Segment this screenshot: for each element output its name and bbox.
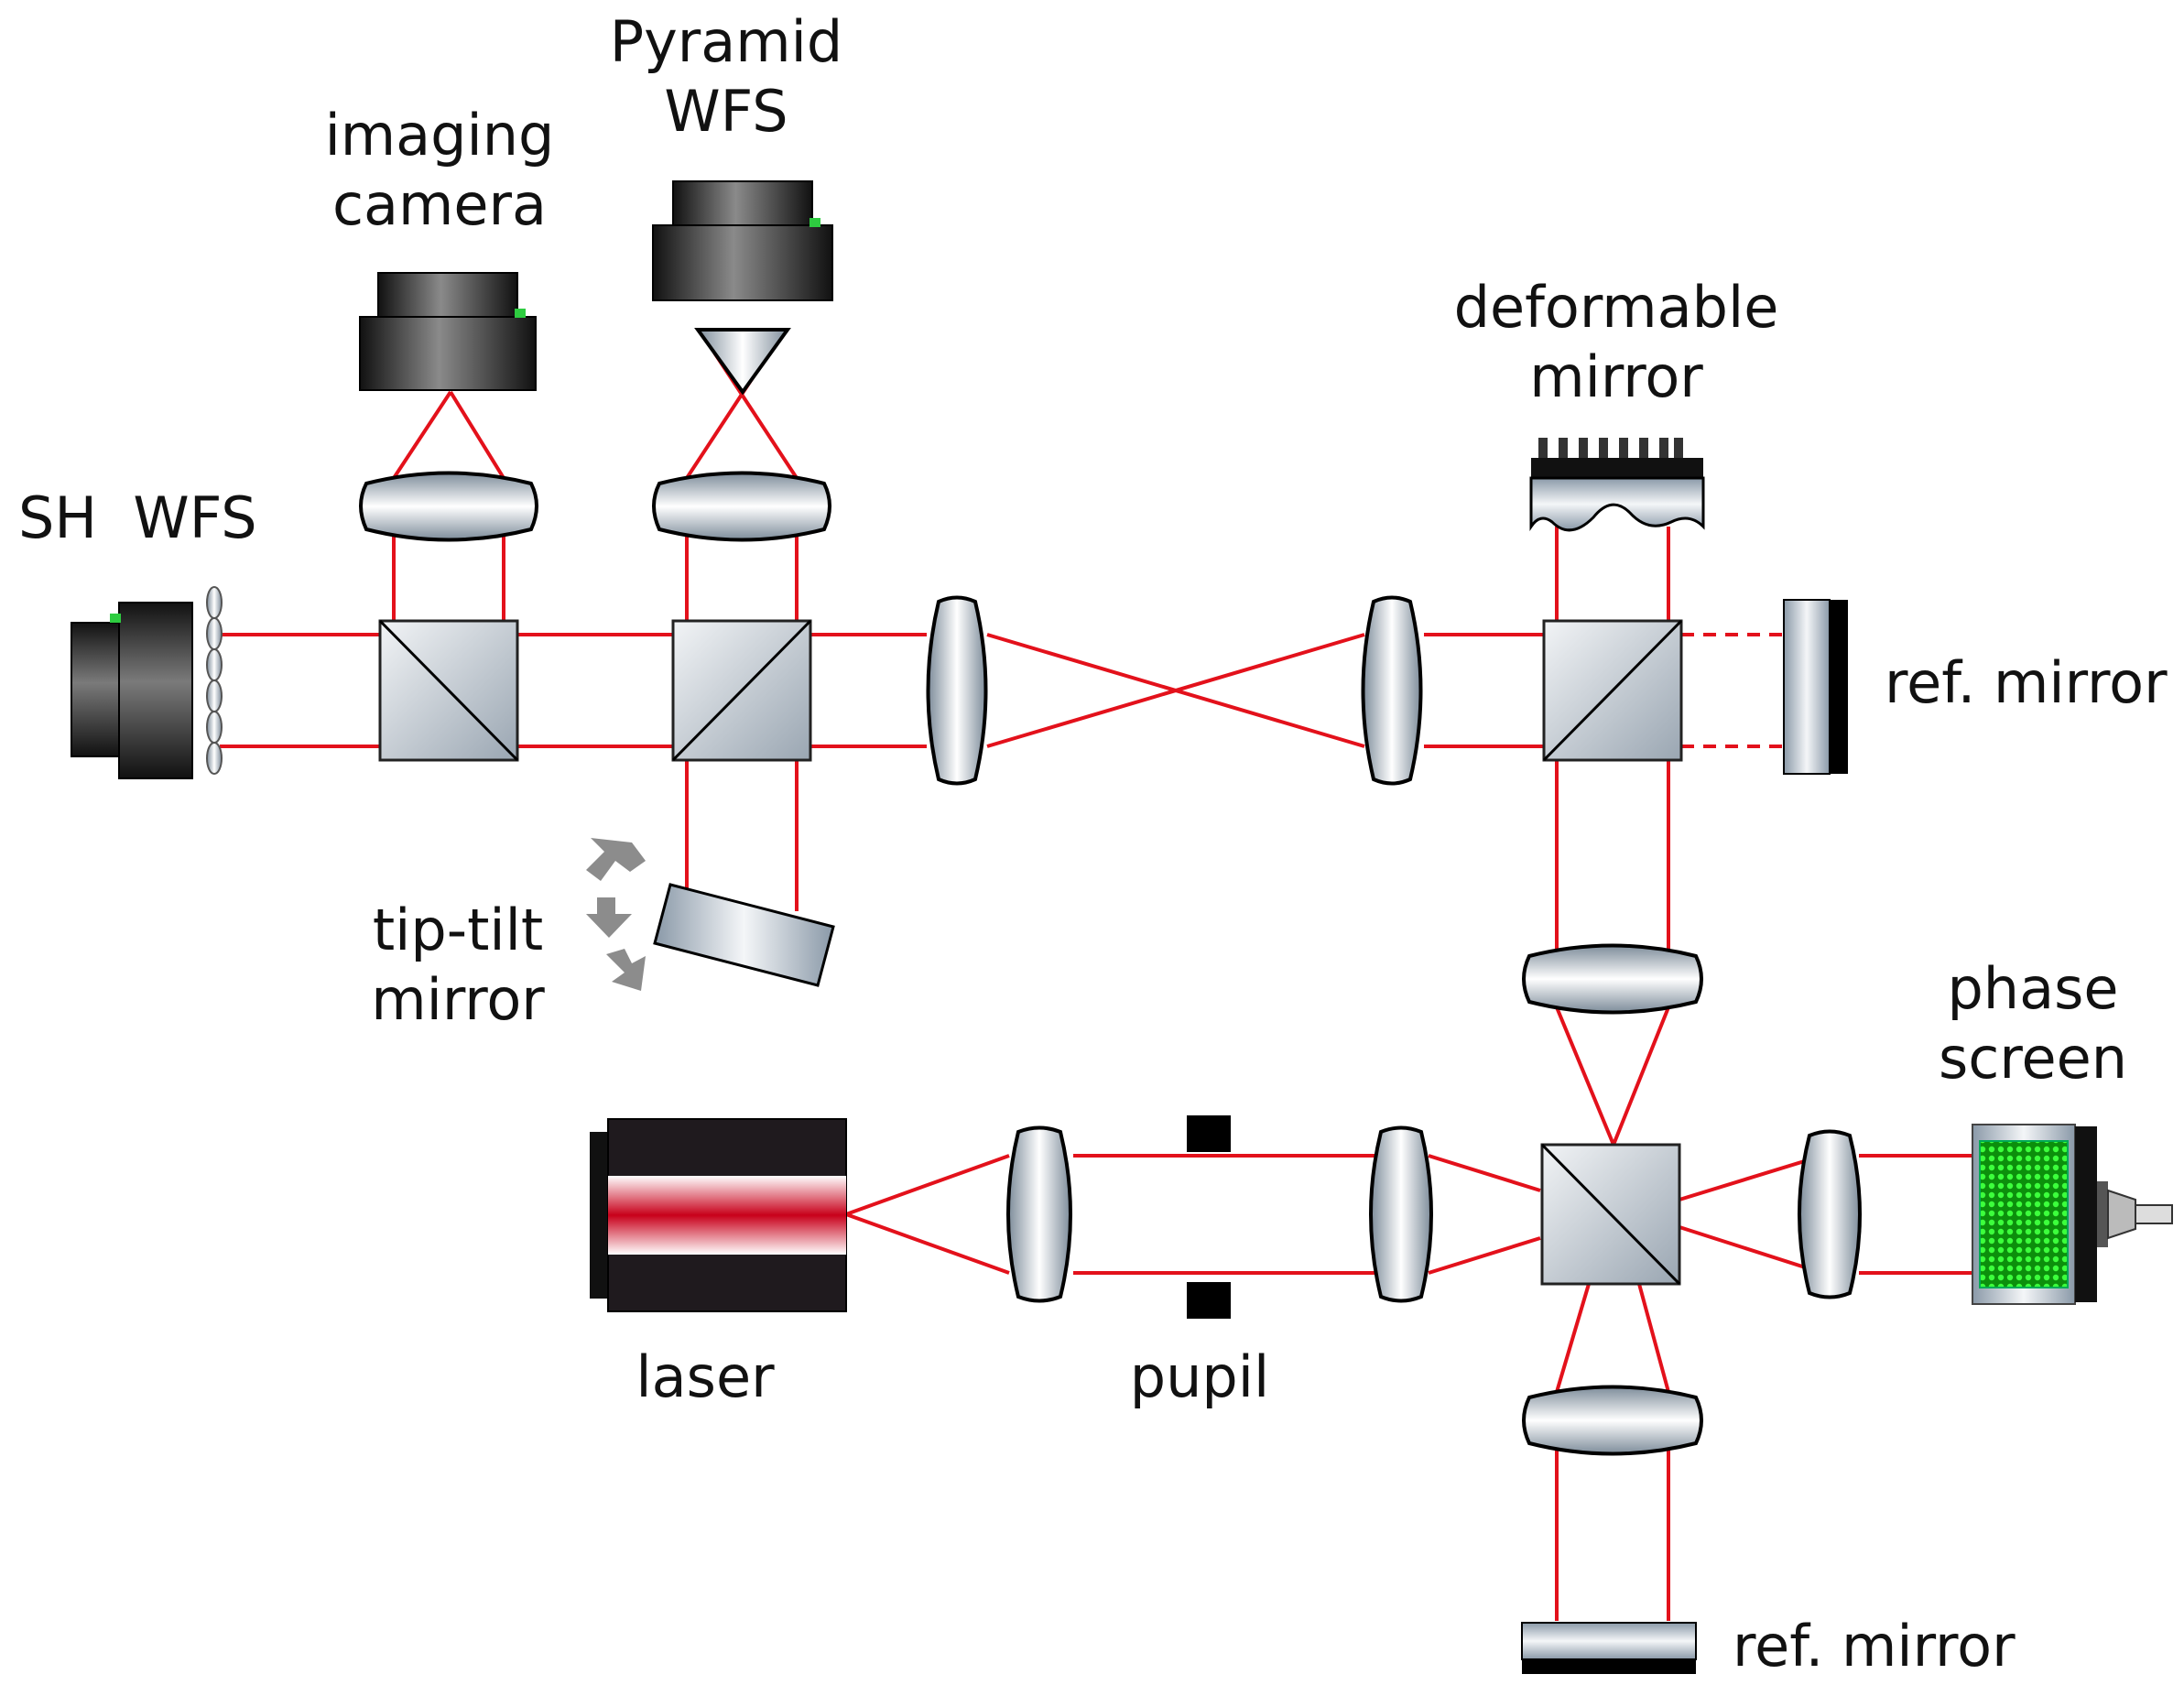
imaging-camera-icon <box>359 272 537 391</box>
horizontal-lenses <box>359 471 1703 1456</box>
tip-tilt-mirror-icon <box>653 883 835 987</box>
beam-splitter-cube-icon <box>671 619 812 762</box>
pyramid-wfs-label-line2: WFS <box>664 78 788 145</box>
deformable-mirror-icon <box>1529 438 1705 532</box>
beam-splitter-cube-icon <box>1542 619 1683 762</box>
beam-splitter-cube-icon <box>1540 1143 1681 1286</box>
imaging-camera-label-line2: camera <box>331 171 548 238</box>
ref-mirror-bottom-label: ref. mirror <box>1733 1613 2016 1680</box>
deformable-mirror-label-line2: mirror <box>1529 343 1703 410</box>
pyramid-wfs-camera-icon <box>652 180 833 301</box>
pupil-label: pupil <box>1129 1343 1270 1410</box>
imaging-camera-label-line1: imaging <box>324 102 555 168</box>
tip-tilt-mirror-label-line1: tip-tilt <box>372 897 544 963</box>
pyramid-wfs-label: Pyramid WFS <box>593 7 859 147</box>
pupil-stop-icon <box>1187 1115 1231 1319</box>
deformable-mirror-label: deformable mirror <box>1438 273 1795 412</box>
pyramid-prism-icon <box>694 328 791 396</box>
sh-wfs-label: SH WFS <box>18 484 257 551</box>
laser-icon <box>590 1118 847 1312</box>
ref-mirror-bottom-icon <box>1521 1622 1697 1674</box>
sh-wfs-camera <box>71 602 193 779</box>
phase-screen-label-line1: phase <box>1947 955 2119 1022</box>
phase-screen-label-line2: screen <box>1938 1025 2128 1092</box>
pyramid-wfs-label-line1: Pyramid <box>609 8 843 75</box>
tip-tilt-mirror-label-line2: mirror <box>371 966 545 1033</box>
laser-label: laser <box>636 1343 775 1410</box>
ref-mirror-right-label: ref. mirror <box>1885 649 2168 716</box>
deformable-mirror-label-line1: deformable <box>1453 274 1779 341</box>
lenslet-array-icon <box>206 586 223 775</box>
imaging-camera-label: imaging camera <box>302 101 577 240</box>
beam-splitter-cube-icon <box>378 619 519 762</box>
rotation-arrows-icon <box>586 838 646 991</box>
laser-beams <box>220 351 1978 1621</box>
phase-screen-label: phase screen <box>1923 954 2143 1093</box>
tip-tilt-mirror-label: tip-tilt mirror <box>348 896 568 1035</box>
ref-mirror-right-icon <box>1783 599 1848 775</box>
vertical-lenses <box>926 595 1862 1303</box>
phase-screen-icon <box>1972 1124 2173 1305</box>
